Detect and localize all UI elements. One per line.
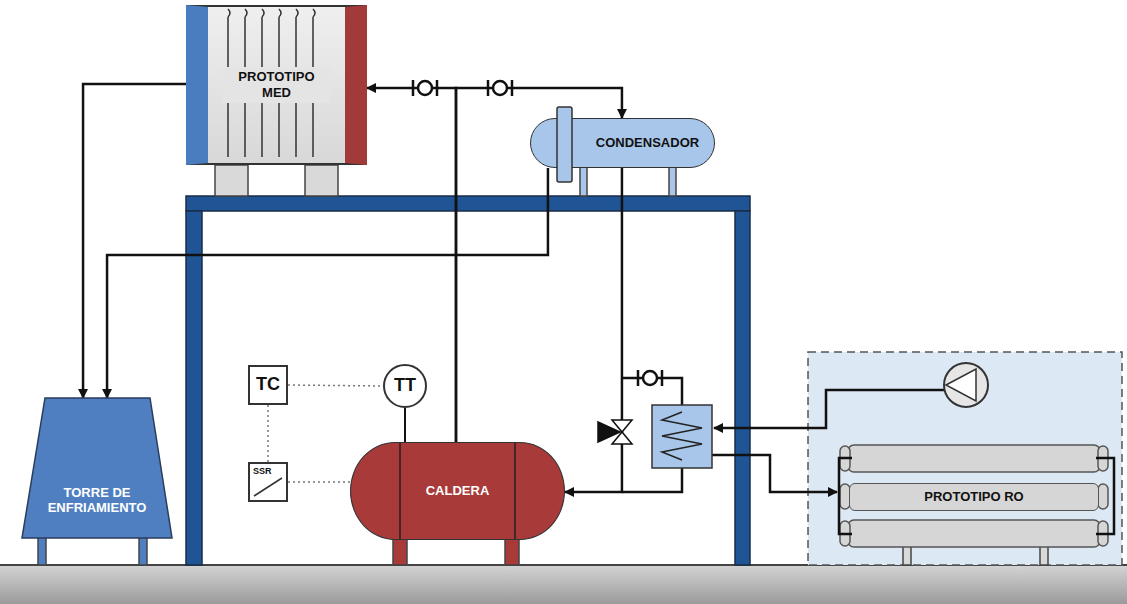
boiler-outline: [514, 443, 516, 539]
node-label: PROTOTIPO RO: [924, 489, 1023, 505]
boiler: CALDERA: [350, 442, 565, 540]
heat-exchanger: [662, 412, 702, 460]
equipment-legs: [669, 166, 676, 196]
node-label: PROTOTIPO MED: [223, 67, 331, 102]
ro-prototype: PROTOTIPO RO: [849, 483, 1099, 511]
ground: [0, 565, 1127, 604]
pipe-connector: [83, 84, 186, 398]
solid-state-relay-outline: [254, 478, 282, 496]
node-label: TT: [394, 375, 416, 397]
node-label: SSR: [253, 466, 272, 477]
exchanger-pipes: [622, 378, 1114, 534]
flow-sensor: [661, 370, 664, 386]
pump-symbol: [944, 363, 988, 407]
pipe-connector: [288, 385, 383, 386]
flow-sensor: [493, 81, 507, 95]
pump-symbol: [946, 369, 976, 401]
flow-sensor: [511, 80, 514, 96]
equipment-legs: [1040, 545, 1048, 565]
heat-exchanger: [652, 405, 712, 468]
temperature-transmitter: TT: [383, 364, 427, 408]
three-way-valve: [598, 422, 620, 442]
node-label: CONDENSADOR: [596, 135, 699, 151]
ro-vessels: [848, 520, 1100, 547]
support-frame: [186, 196, 750, 565]
cooling-tower: TORRE DE ENFRIAMIENTO: [22, 398, 172, 538]
flow-sensor: [637, 370, 640, 386]
exchanger-pipes: [622, 468, 682, 492]
flow-sensor: [487, 80, 490, 96]
node-label: TC: [256, 374, 280, 396]
pipe-connector: [107, 168, 548, 398]
equipment-legs: [903, 545, 911, 565]
equipment-legs: [139, 536, 147, 565]
flow-sensor: [418, 81, 432, 95]
med-prototype: PROTOTIPO MED: [186, 5, 367, 165]
heat-exchanger: [652, 405, 712, 468]
node-label: CALDERA: [426, 483, 490, 499]
pipe-connector: [367, 88, 456, 442]
pipe-connector: [267, 405, 269, 462]
equipment-legs: [393, 536, 407, 565]
ro-region: [808, 352, 1122, 565]
support-frame: [186, 196, 750, 211]
solid-state-relay: SSR: [248, 462, 288, 502]
condenser: CONDENSADOR: [530, 118, 715, 168]
support-frame: [735, 211, 750, 565]
flow-sensor: [436, 80, 439, 96]
equipment-legs: [38, 536, 46, 565]
pump-symbol: [944, 363, 988, 407]
flow-sensor: [412, 80, 415, 96]
flow-sensor: [643, 371, 657, 385]
three-way-valve: [598, 420, 632, 444]
ro-vessels: [840, 445, 1108, 547]
temperature-controller: TC: [248, 365, 288, 405]
exchanger-pipes: [714, 390, 944, 428]
boiler-outline: [399, 443, 401, 539]
cooling-tower-outline: [22, 398, 172, 538]
cooling-tower-outline: [22, 398, 172, 538]
equipment-legs: [580, 166, 587, 196]
condenser-outline: [557, 107, 572, 182]
equipment-legs: [505, 536, 519, 565]
equipment-legs: [215, 165, 248, 196]
equipment-legs: [305, 165, 338, 196]
ground: [0, 565, 1127, 604]
support-frame: [186, 211, 202, 565]
ro-region: [808, 352, 1122, 565]
ro-vessels: [1098, 484, 1108, 509]
node-label: TORRE DE ENFRIAMIENTO: [35, 485, 160, 516]
exchanger-pipes: [712, 455, 837, 492]
ro-vessels: [848, 445, 1100, 472]
pipe-connector: [288, 481, 350, 483]
pipe-connector: [404, 408, 406, 442]
